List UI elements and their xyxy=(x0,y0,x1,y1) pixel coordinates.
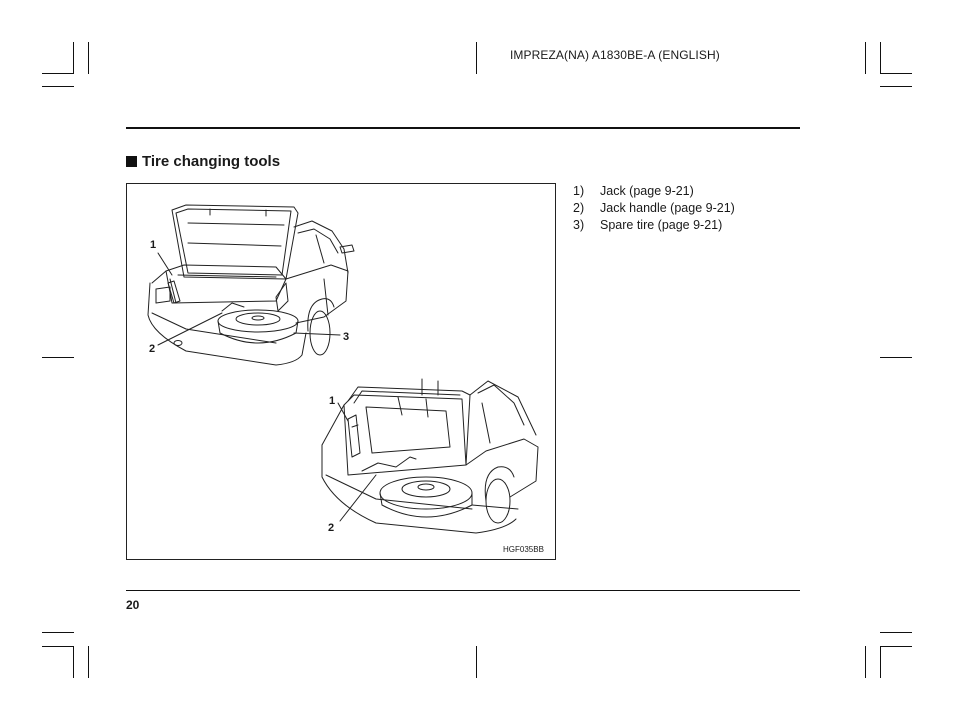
legend-list: 1)Jack (page 9-21) 2)Jack handle (page 9… xyxy=(573,183,735,234)
crop-mark xyxy=(476,42,477,74)
legend-item: 2)Jack handle (page 9-21) xyxy=(573,201,735,215)
figure-code: HGF035BB xyxy=(503,545,544,554)
figure-frame xyxy=(126,183,556,560)
page-number: 20 xyxy=(126,598,140,612)
crop-mark xyxy=(880,646,881,678)
crop-mark xyxy=(73,42,74,74)
crop-mark xyxy=(88,42,89,74)
crop-mark xyxy=(73,646,74,678)
callout-label: 3 xyxy=(343,331,350,343)
legend-item: 3)Spare tire (page 9-21) xyxy=(573,218,723,232)
crop-mark xyxy=(42,632,74,633)
hatchback-illustration xyxy=(321,378,539,534)
crop-mark xyxy=(880,86,912,87)
crop-mark xyxy=(880,632,912,633)
crop-mark xyxy=(476,646,477,678)
section-title-text: Tire changing tools xyxy=(142,153,281,170)
callout-label: 1 xyxy=(329,395,336,407)
header-rule xyxy=(126,127,800,129)
crop-mark xyxy=(880,42,881,74)
crop-mark xyxy=(880,646,912,647)
legend-item: 1)Jack (page 9-21) xyxy=(573,184,694,198)
crop-mark xyxy=(865,42,866,74)
callout-label: 1 xyxy=(150,239,157,251)
trunk-illustration xyxy=(147,204,539,534)
footer-rule xyxy=(126,590,800,591)
crop-mark xyxy=(42,357,74,358)
crop-mark xyxy=(42,646,74,647)
square-bullet-icon xyxy=(126,156,137,167)
section-title: Tire changing tools xyxy=(126,153,280,170)
crop-mark xyxy=(880,357,912,358)
crop-mark xyxy=(88,646,89,678)
callout-label: 2 xyxy=(328,522,335,534)
crop-mark xyxy=(42,73,74,74)
crop-mark xyxy=(42,86,74,87)
crop-mark xyxy=(865,646,866,678)
document-code: IMPREZA(NA) A1830BE-A (ENGLISH) xyxy=(510,48,720,62)
sedan-illustration xyxy=(147,204,355,366)
crop-mark xyxy=(880,73,912,74)
callout-label: 2 xyxy=(149,343,156,355)
